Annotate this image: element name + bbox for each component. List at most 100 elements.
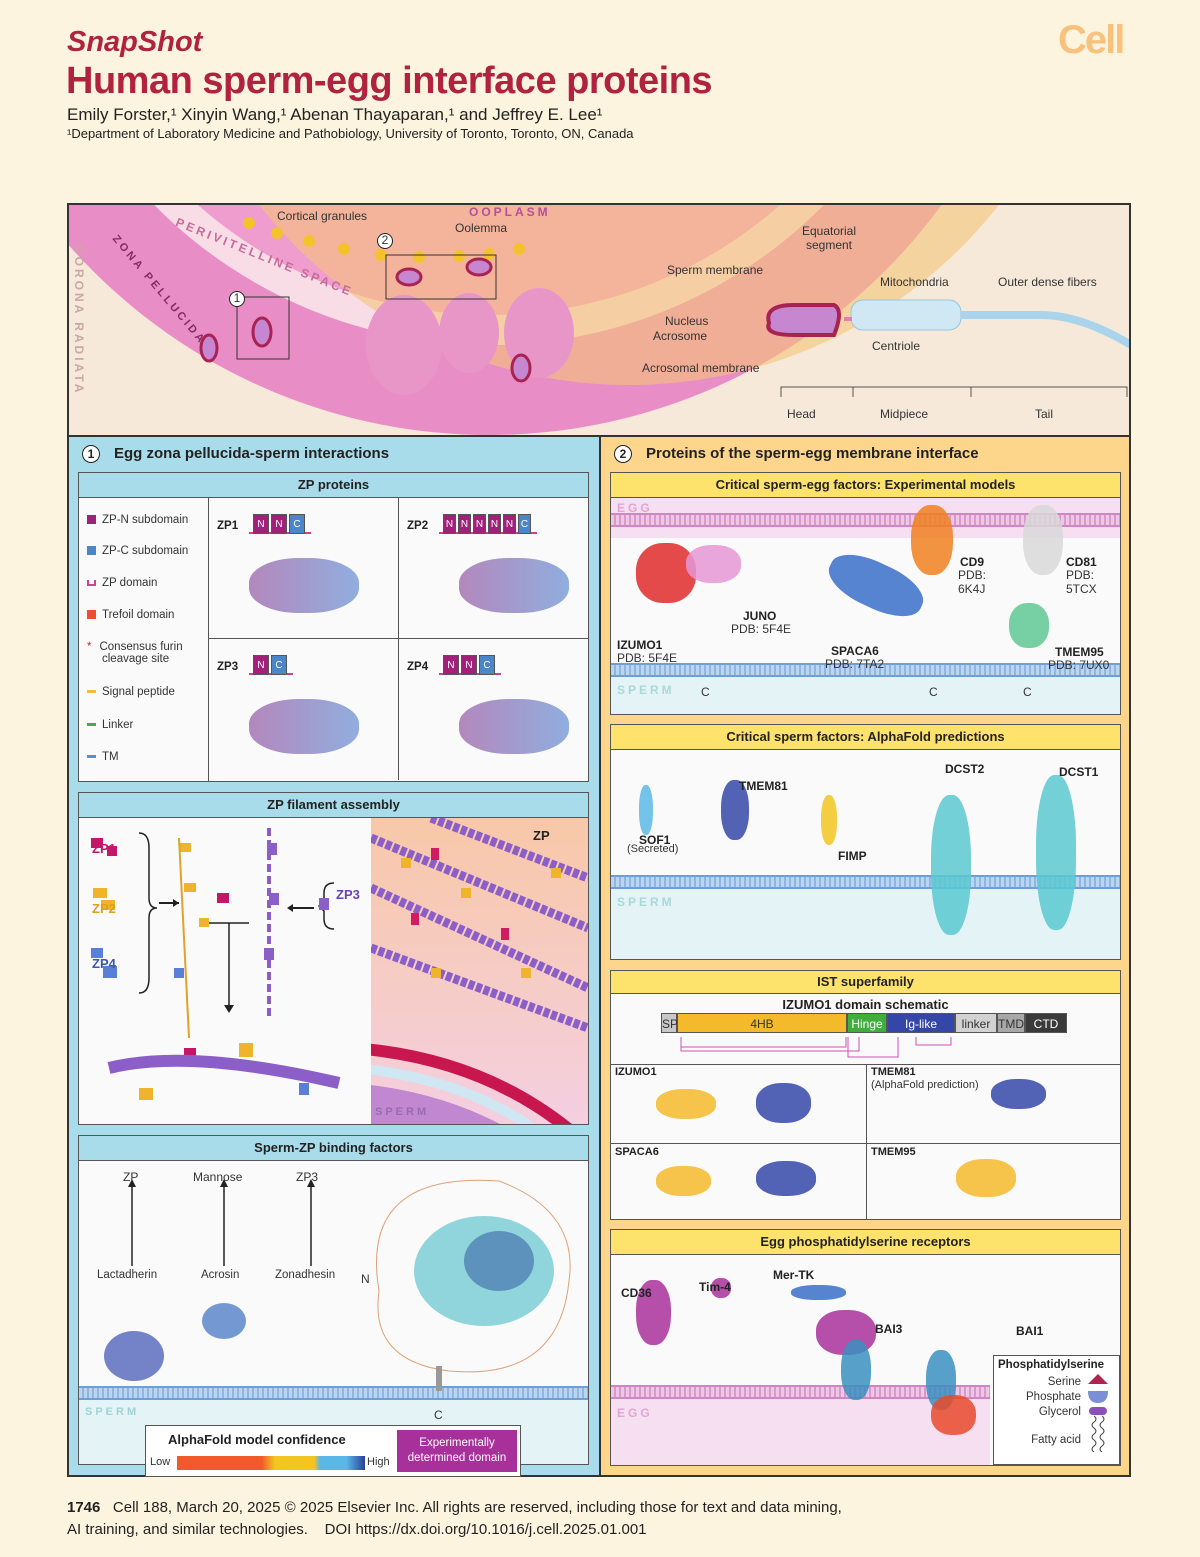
- fimp-structure: [821, 795, 837, 845]
- zp-domain-n: N: [488, 514, 501, 534]
- zp-name: ZP4: [407, 661, 429, 673]
- cd81-label: CD81: [1066, 555, 1097, 569]
- egg-label: EGG: [617, 1406, 653, 1420]
- juno-pdb: PDB: 5F4E: [731, 622, 792, 636]
- doi-link[interactable]: DOI https://dx.doi.org/10.1016/j.cell.20…: [324, 1521, 647, 1538]
- zp-domain-c: C: [271, 655, 287, 675]
- domain-linker: linker: [955, 1013, 997, 1033]
- zp-domain-n: N: [253, 514, 269, 534]
- dcst2-structure: [931, 795, 971, 935]
- izumo1-label: IZUMO1: [617, 638, 663, 652]
- zonadhesin-label: Zonadhesin: [275, 1269, 336, 1281]
- alphafold-predictions-title: Critical sperm factors: AlphaFold predic…: [611, 725, 1120, 750]
- furin-star-icon: *: [87, 641, 92, 653]
- juno-structure: [686, 545, 741, 583]
- ist-title: IST superfamily: [611, 971, 1120, 994]
- centriole-label: Centriole: [872, 339, 921, 353]
- bai1-ctd-structure: [931, 1395, 976, 1435]
- cortical-granules-label: Cortical granules: [277, 209, 368, 223]
- sperm-diagram: [766, 299, 1129, 349]
- zp-structure: [459, 558, 569, 613]
- egg-membrane: [611, 1385, 990, 1399]
- zp-filament-box: ZP filament assembly ZP1 ZP2 ZP4 ZP3: [78, 792, 589, 1125]
- footer-line-2: AI training, and similar technologies. D…: [67, 1521, 647, 1538]
- mitochondria-label: Mitochondria: [880, 275, 949, 289]
- mer-tk-label: Mer-TK: [773, 1268, 815, 1282]
- domain-hinge: Hinge: [847, 1013, 887, 1033]
- izumo1-4hb-structure: [656, 1089, 716, 1119]
- ist-tmem95-label: TMEM95: [871, 1146, 916, 1158]
- sperm-membrane: [611, 663, 1120, 677]
- c-terminus: C: [929, 685, 938, 699]
- legend-swatch: [87, 515, 96, 525]
- tmem95-pdb: PDB: 7UX0: [1048, 658, 1110, 672]
- cd9-structure: [911, 505, 953, 575]
- filament-assembly-diagram: [91, 828, 341, 1100]
- serine-label: Serine: [1047, 1376, 1081, 1388]
- dcst1-structure: [1036, 775, 1076, 930]
- experimental-models-box: Critical sperm-egg factors: Experimental…: [610, 472, 1121, 715]
- oolemma-label: Oolemma: [455, 221, 508, 235]
- n-terminus: N: [361, 1272, 370, 1286]
- marker-2: 2: [377, 233, 393, 249]
- zp4-label: ZP4: [92, 956, 116, 971]
- sperm-membrane-label: Sperm membrane: [667, 263, 764, 277]
- zp-label: ZP: [533, 828, 550, 843]
- zona-matrix-illustration: ZP SPERM: [371, 818, 588, 1124]
- acrosomal-membrane-label: Acrosomal membrane: [642, 361, 760, 375]
- fimp-label: FIMP: [838, 849, 867, 863]
- zp-domain-n: N: [461, 655, 477, 675]
- confidence-gradient-bar: [177, 1456, 365, 1470]
- nucleus-label: Nucleus: [665, 314, 709, 328]
- ist-superfamily-box: IST superfamily IZUMO1 domain schematic …: [610, 970, 1121, 1220]
- domain-ctd: CTD: [1025, 1013, 1067, 1033]
- alphafold-confidence-legend: AlphaFold model confidence Low High Expe…: [145, 1425, 521, 1477]
- tim4-structure: [711, 1278, 731, 1298]
- marker-1: 1: [229, 291, 245, 307]
- protein-structures: [104, 1179, 571, 1381]
- egg-sperm-illustration: [69, 205, 1129, 435]
- c-terminus: C: [1023, 685, 1032, 699]
- egg-label: EGG: [617, 501, 653, 515]
- sperm-zp-binding-title: Sperm-ZP binding factors: [79, 1136, 588, 1161]
- zp-proteins-box: ZP proteins ZP-N subdomain ZP-C subdomai…: [78, 472, 589, 782]
- alphafold-predictions-box: Critical sperm factors: AlphaFold predic…: [610, 724, 1121, 960]
- bai3-label: BAI3: [875, 1322, 903, 1336]
- low-label: Low: [150, 1456, 171, 1468]
- confidence-legend-title: AlphaFold model confidence: [168, 1432, 346, 1447]
- spaca6-pdb: PDB: 7TA2: [825, 657, 885, 671]
- legend-label: ZP-N subdomain: [102, 514, 189, 526]
- spaca6-4hb-structure: [656, 1166, 711, 1196]
- dcst1-label: DCST1: [1059, 765, 1099, 779]
- acrosome-label: Acrosome: [653, 329, 708, 343]
- binding-target-zp3: ZP3: [296, 1170, 319, 1184]
- cortical-granules: [243, 217, 525, 263]
- cd9-pdb: PDB: 6K4J: [958, 568, 987, 596]
- binding-target-mannose: Mannose: [193, 1170, 243, 1184]
- head-label: Head: [787, 407, 816, 421]
- ist-spaca6-label: SPACA6: [615, 1146, 659, 1158]
- fatty-acid-label: Fatty acid: [1031, 1434, 1081, 1446]
- legend-label: Linker: [102, 719, 134, 731]
- midpiece-label: Midpiece: [880, 407, 929, 421]
- panel-number: 1: [82, 445, 100, 464]
- egg-membrane: [611, 513, 1120, 527]
- c-terminus: C: [434, 1408, 443, 1422]
- zp-domain-n: N: [443, 655, 459, 675]
- citation: Cell 188, March 20, 2025 © 2025 Elsevier…: [112, 1499, 842, 1516]
- domain-sp: SP: [661, 1013, 678, 1033]
- zp3-label: ZP3: [336, 887, 360, 902]
- zp-proteins-title: ZP proteins: [79, 473, 588, 498]
- zp2-label: ZP2: [92, 901, 116, 916]
- cd36-label: CD36: [621, 1286, 652, 1300]
